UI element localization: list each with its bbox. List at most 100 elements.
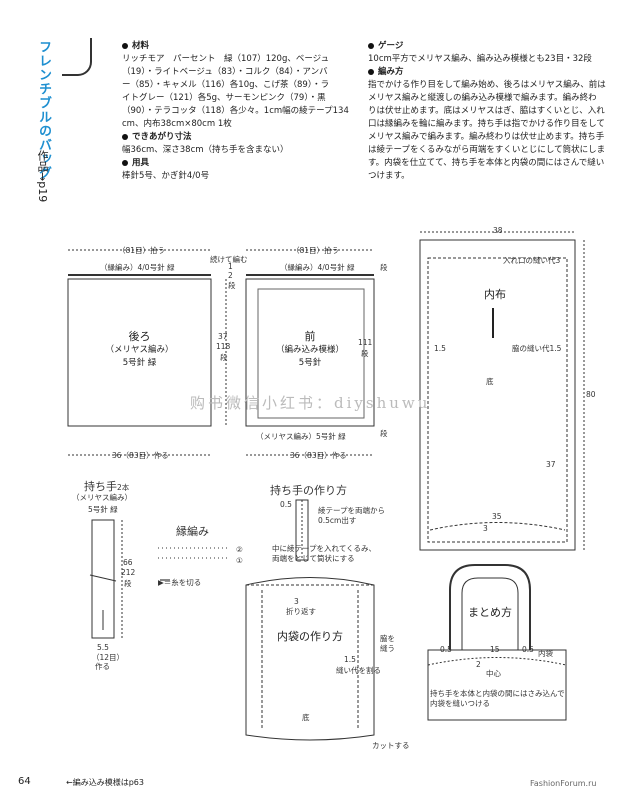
handle-width: 5.5 — [97, 643, 109, 652]
method-line: 指でかける作り目をして編み始め、後ろはメリヤス編み、前は — [368, 80, 606, 90]
handle-make-title: 持ち手の作り方 — [270, 484, 347, 497]
size-heading: できあがり寸法 — [132, 132, 192, 142]
handle-make-note3: 中に綾テープを入れてくるみ、 — [272, 544, 376, 553]
front-edge-label: （縁編み）4/0号針 緑 — [280, 263, 355, 272]
inner-bag-title: 内袋の作り方 — [277, 630, 343, 643]
front-piece-outline — [245, 278, 375, 427]
assembly-d4: 2 — [476, 660, 481, 669]
lining-inner-width: 35 — [492, 512, 502, 521]
assembly-d1: 0.5 — [440, 645, 452, 654]
inner-fold-dim: 3 — [294, 597, 299, 606]
pattern-letter-j — [62, 38, 92, 76]
inner-sa-label: 縫い代を割る — [336, 666, 381, 675]
lining-height: 80 — [586, 390, 596, 399]
assembly-lining: 内袋 — [538, 649, 553, 658]
watermark: 购书微信小红书：diyshuwu — [190, 394, 431, 412]
front-needle: 5号針 — [298, 358, 322, 368]
front-rows-a: 1 — [228, 262, 233, 271]
lining-width: 38 — [493, 226, 503, 235]
tools-text: 棒針5号、かぎ針4/0号 — [122, 171, 210, 181]
front-side-rows: 118 — [216, 342, 231, 351]
bullet-icon — [368, 42, 374, 49]
method-section: ゲージ 10cm平方でメリヤス編み、編み込み模様とも23目・32段 編み方 指で… — [368, 40, 618, 183]
front-type: （編み込み模様） — [275, 345, 344, 355]
edging-legend: ▶＝糸を切る — [158, 578, 202, 587]
front-br-rows: 段 — [380, 429, 388, 438]
front-top-count: （81目）拾う — [292, 246, 340, 255]
method-line: は綾テープをくるみながら両端をすくいとじにして筒状にしま — [368, 145, 606, 155]
back-type: （メリヤス編み） — [105, 345, 174, 355]
page-number: 64 — [18, 776, 31, 787]
materials-line: （90）・テラコッタ（118）各少々。1cm幅の綾テープ134 — [122, 106, 349, 116]
front-side-height: 37 — [218, 332, 228, 341]
handle-outline — [91, 519, 115, 639]
handle-unit: 段 — [124, 579, 132, 588]
size-text: 幅36cm、深さ38cm（持ち手を含まない） — [122, 145, 289, 155]
gauge-heading: ゲージ — [378, 41, 404, 51]
lining-bottom-sa: 3 — [483, 524, 488, 533]
back-edge-label: （縁編み）4/0号針 緑 — [100, 263, 175, 272]
front-rows-c: 段 — [228, 281, 236, 290]
assembly-d3: 0.5 — [522, 645, 534, 654]
edging-row2: ② — [236, 545, 243, 554]
bullet-icon — [122, 159, 128, 166]
inner-side-sew1: 脇を — [380, 634, 395, 643]
handle-type: （メリヤス編み） — [72, 493, 132, 502]
bullet-icon — [122, 133, 128, 140]
method-line: メリヤス編みで編みます。編み終わりは伏せ止めます。持ち手 — [368, 132, 605, 142]
lining-name: 内布 — [484, 288, 506, 301]
method-line: メリヤス編みと縦渡しの編み込み模様で編みます。編み終わ — [368, 93, 597, 103]
back-bottom: 36（83目）作る — [112, 451, 169, 460]
materials-line: （19）・ライトベージュ（83）・コルク（84）・アンバ — [122, 67, 328, 77]
handle-make: 作る — [95, 662, 110, 671]
handle-length: 66 — [123, 558, 133, 567]
tools-heading: 用具 — [132, 158, 150, 168]
handle-needle: 5号針 緑 — [88, 505, 118, 514]
front-inner-unit: 段 — [361, 349, 369, 358]
bullet-icon — [122, 42, 128, 49]
handle-make-dim: 0.5 — [280, 500, 292, 509]
front-bottom: 36（83目）作る — [290, 451, 347, 460]
gauge-text: 10cm平方でメリヤス編み、編み込み模様とも23目・32段 — [368, 54, 592, 64]
materials-line: cm、内布38cm×80cm 1枚 — [122, 119, 232, 129]
method-line: りは伏せ止めます。底はメリヤスはぎ、脇はすくいとじ、入れ — [368, 106, 605, 116]
assembly-title: まとめ方 — [468, 606, 512, 619]
pattern-ref-link[interactable]: ←編み込み模様はp63 — [66, 778, 144, 787]
method-heading: 編み方 — [378, 67, 404, 77]
handle-make-note2: 0.5cm出す — [318, 516, 357, 525]
back-needle: 5号針 緑 — [122, 358, 157, 368]
bullet-icon — [368, 68, 374, 75]
lining-side-sa: 脇の縫い代1.5 — [512, 344, 562, 353]
lining-opening: 入れ口の縫い代3 — [503, 256, 561, 265]
front-rows-b: 2 — [228, 271, 233, 280]
front-rows-d: 段 — [380, 263, 388, 272]
materials-section: 材料 リッチモア パーセント 緑（107）120g、ベージュ （19）・ライトベ… — [122, 40, 352, 183]
lining-outline — [419, 239, 576, 551]
method-line: す。内袋を仕立てて、持ち手を本体と内袋の間にはさんで縫い — [368, 158, 605, 168]
back-name: 後ろ — [128, 330, 151, 343]
inner-bag-outline — [245, 577, 375, 741]
method-line: 口は縁編みを輪に編みます。持ち手は指でかける作り目をして — [368, 119, 605, 129]
handle-rows: 212 — [121, 568, 136, 577]
front-side-unit: 段 — [220, 353, 228, 362]
assembly-note1: 持ち手を本体と内袋の間にはさみ込んで — [430, 689, 565, 698]
edging-row1: ① — [236, 556, 243, 565]
site-watermark: FashionForum.ru — [530, 779, 597, 788]
handle-make-note1: 綾テープを両端から — [318, 506, 386, 515]
edging-title: 縁編み — [176, 525, 209, 538]
assembly-note2: 内袋を縫いつける — [430, 699, 490, 708]
inner-fold-label: 折り返す — [286, 607, 316, 616]
inner-sa-dim: 1.5 — [344, 655, 356, 664]
front-inner-rows: 111 — [358, 338, 373, 347]
back-top-count: （81目）拾う — [118, 246, 166, 255]
front-continue: 続けて編む — [210, 255, 248, 264]
assembly-handle — [449, 564, 531, 650]
assembly-d2: 15 — [490, 645, 500, 654]
lining-right-dim: 37 — [546, 460, 556, 469]
handle-title: 持ち手2本 — [84, 480, 130, 493]
front-name: 前 — [304, 330, 316, 343]
handle-stitches: （12目） — [92, 653, 125, 662]
assembly-center: 中心 — [486, 669, 501, 678]
handle-make-note4: 両端をとじて筒状にする — [272, 554, 355, 563]
